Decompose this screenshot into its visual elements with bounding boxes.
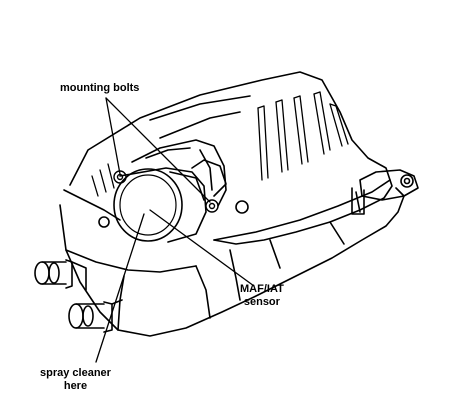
- lower-housing: [59, 187, 405, 337]
- maf-iat-sensor-label-line2: sensor: [243, 296, 280, 308]
- leader-spray-cleaner: [95, 213, 145, 363]
- hose-nipple-upper: [34, 259, 73, 289]
- maf-iat-sensor-label-line1: MAF/IAT: [240, 283, 284, 295]
- cover-seam: [63, 189, 121, 221]
- leader-mounting-bolts-right: [105, 97, 211, 203]
- sensor-connector: [191, 159, 227, 197]
- airbox-cover: [69, 71, 393, 245]
- spray-cleaner-label-line1: spray cleaner: [40, 367, 111, 379]
- cover-ribs: [91, 91, 349, 197]
- leader-lines: [95, 97, 255, 363]
- leader-maf-sensor: [149, 209, 255, 287]
- mounting-bracket: [359, 169, 419, 201]
- hose-nipple-lower: [68, 301, 113, 333]
- spray-cleaner-label: spray cleaner here: [40, 367, 111, 393]
- maf-sensor-front: [113, 168, 183, 242]
- spray-cleaner-label-line2: here: [63, 380, 88, 392]
- mounting-bolts-label: mounting bolts: [60, 82, 140, 94]
- intake-duct: [131, 139, 227, 207]
- maf-iat-sensor-label: MAF/IAT sensor: [240, 283, 284, 309]
- bolt-right: [205, 199, 219, 213]
- leader-mounting-bolts-left: [105, 97, 121, 175]
